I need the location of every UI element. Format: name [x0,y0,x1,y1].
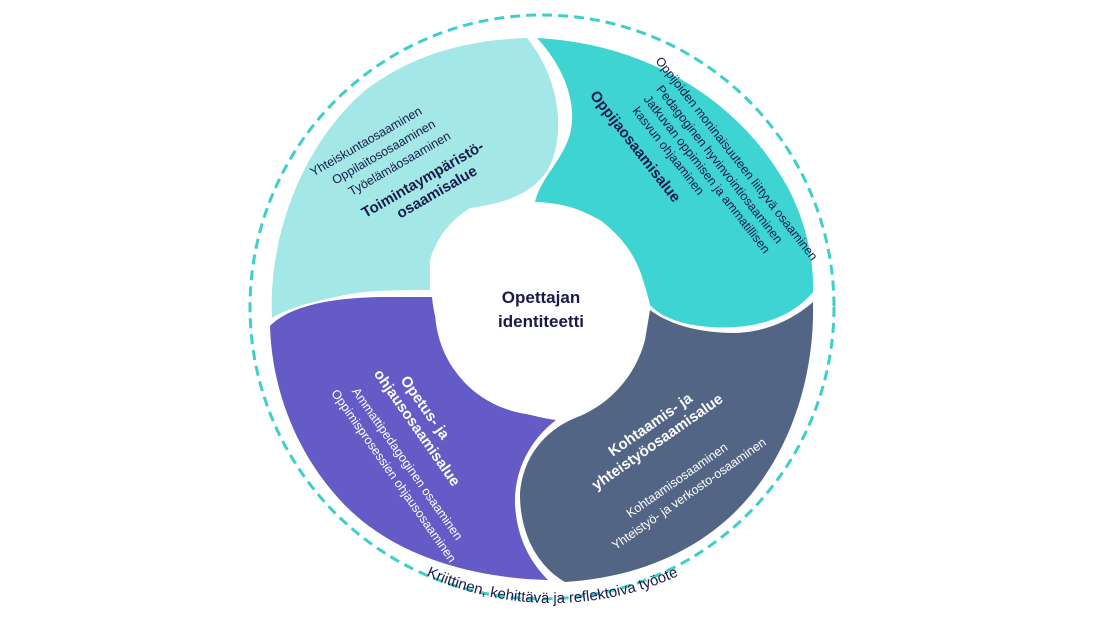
segment-kohtaamis [520,302,814,582]
center-circle [435,203,647,415]
outer-dashed-ring [248,13,836,601]
segment-toimintaymparisto [271,38,559,318]
center-title-line2: identiteetti [498,312,584,331]
segment-oppija [535,38,814,328]
center-title-line1: Opettajan [502,288,580,307]
segment-opetus [270,297,556,580]
